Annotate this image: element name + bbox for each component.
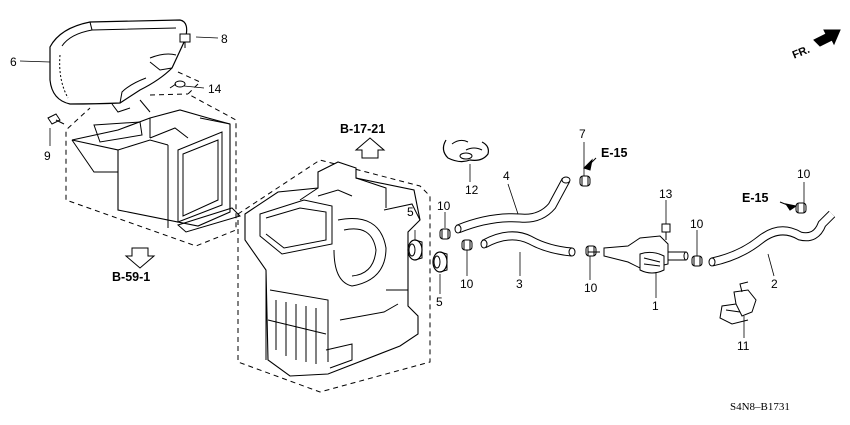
reference-e-15-right: E-15 <box>742 191 768 205</box>
duct-cover-part <box>49 19 188 105</box>
callout-5b: 5 <box>436 295 443 309</box>
callout-10c: 10 <box>584 281 598 295</box>
callout-1: 1 <box>652 299 659 313</box>
water-valve-part <box>588 235 689 274</box>
arrow-pointer-right-icon <box>779 201 798 211</box>
clip-part <box>442 139 489 163</box>
holder-clip-part <box>719 281 757 325</box>
callout-labels: 6 8 14 9 10 5 5 10 12 4 3 7 10 1 13 10 2… <box>10 32 811 353</box>
diagram-code: S4N8–B1731 <box>730 401 790 413</box>
screw-8 <box>179 33 191 48</box>
callout-10a: 10 <box>437 199 451 213</box>
water-hose-lower <box>480 231 576 257</box>
callout-4: 4 <box>503 169 510 183</box>
blower-case-outline <box>65 71 237 247</box>
reference-e-15-upper: E-15 <box>601 146 627 160</box>
front-direction-label: FR. <box>791 44 812 62</box>
hose-clamp-b <box>461 239 473 251</box>
arrow-up-icon <box>354 137 386 159</box>
bolt-part <box>661 223 671 240</box>
callout-6: 6 <box>10 55 17 69</box>
callout-10d: 10 <box>690 217 704 231</box>
screw-9 <box>47 113 65 125</box>
callout-2: 2 <box>771 277 778 291</box>
reference-labels: B-17-21 B-59-1 E-15 E-15 <box>112 122 768 284</box>
callout-11: 11 <box>737 339 750 353</box>
water-hose-upper <box>454 176 571 234</box>
grommet-lower <box>432 251 448 273</box>
callout-14: 14 <box>208 82 222 96</box>
hose-clamp-d <box>691 255 703 267</box>
callout-9: 9 <box>44 149 51 163</box>
reference-b-59-1: B-59-1 <box>112 270 150 284</box>
callout-7: 7 <box>579 127 586 141</box>
callout-13: 13 <box>659 187 673 201</box>
hose-clamp-f <box>579 175 591 187</box>
hose-clamp-e <box>795 202 807 214</box>
callout-10e: 10 <box>797 167 811 181</box>
hose-clamp-a <box>439 228 451 240</box>
reference-b-17-21: B-17-21 <box>340 122 385 136</box>
front-direction-arrow-icon <box>813 29 841 47</box>
callout-12: 12 <box>465 183 479 197</box>
grommet-upper <box>407 239 423 261</box>
screw-14 <box>169 80 186 89</box>
callout-5a: 5 <box>407 205 414 219</box>
hose-clamp-c <box>585 245 597 257</box>
arrow-pointer-upper-icon <box>583 157 597 171</box>
heater-case-outline <box>237 159 431 393</box>
blower-case-part <box>71 99 241 233</box>
water-hose-right <box>708 210 836 267</box>
callout-8: 8 <box>221 32 228 46</box>
heater-case-part <box>244 161 421 377</box>
callout-3: 3 <box>516 277 523 291</box>
leader-lines <box>19 36 805 338</box>
arrow-down-icon <box>124 247 156 269</box>
callout-10b: 10 <box>460 277 474 291</box>
